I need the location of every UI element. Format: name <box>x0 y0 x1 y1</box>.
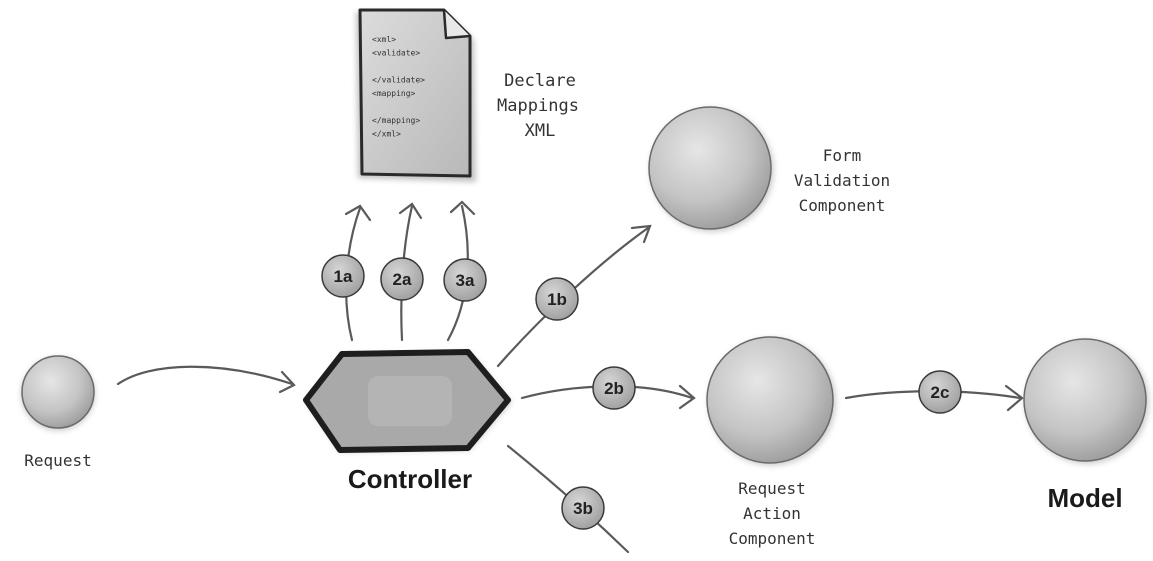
document-icon <box>358 8 472 178</box>
xml-content-line: <validate> <box>372 49 420 58</box>
request-action-label-line-1: Request <box>738 479 805 498</box>
form-validation-label-line-3: Component <box>799 196 886 215</box>
badge-1b: 1b <box>535 277 579 321</box>
badge-1a: 1a <box>321 254 365 298</box>
xml-content-line: </mapping> <box>372 116 420 125</box>
xml-content-line: </validate> <box>372 76 425 85</box>
badge-3a-label: 3a <box>456 271 475 290</box>
xml-content: <xml> <validate> </validate> <mapping> </map… <box>372 35 425 139</box>
model-node: Model <box>1023 338 1149 513</box>
request-node: Request <box>21 355 95 470</box>
request-action-label-line-2: Action <box>743 504 801 523</box>
badge-2c-label: 2c <box>931 383 950 402</box>
xml-document-node: <xml> <validate> </validate> <mapping> </map… <box>356 8 579 182</box>
form-validation-label-line-1: Form <box>823 146 862 165</box>
badge-2b: 2b <box>592 366 636 410</box>
xml-content-line: <mapping> <box>372 89 416 98</box>
badge-3b-label: 3b <box>573 499 593 518</box>
form-validation-label-line-2: Validation <box>794 171 890 190</box>
model-label: Model <box>1047 483 1122 513</box>
badge-2b-label: 2b <box>604 379 624 398</box>
xml-label-line-2: Mappings <box>497 96 579 116</box>
request-action-label-line-3: Component <box>729 529 816 548</box>
badge-1b-label: 1b <box>547 290 567 309</box>
xml-content-line: <xml> <box>372 35 396 44</box>
xml-label-line-3: XML <box>525 121 556 141</box>
request-label: Request <box>24 451 91 470</box>
xml-content-line: </xml> <box>372 130 401 139</box>
xml-label-line-1: Declare <box>504 71 576 91</box>
controller-label: Controller <box>348 464 472 494</box>
controller-node: Controller <box>303 349 512 494</box>
badge-2c: 2c <box>918 370 962 414</box>
form-validation-node: Form Validation Component <box>648 106 890 232</box>
request-action-node: Request Action Component <box>706 336 836 548</box>
badge-2a-label: 2a <box>393 270 412 289</box>
badge-3b: 3b <box>561 486 605 530</box>
badge-1a-label: 1a <box>334 267 353 286</box>
badge-3a: 3a <box>443 258 487 302</box>
badge-2a: 2a <box>380 257 424 301</box>
arrow-request-to-controller <box>116 365 294 386</box>
